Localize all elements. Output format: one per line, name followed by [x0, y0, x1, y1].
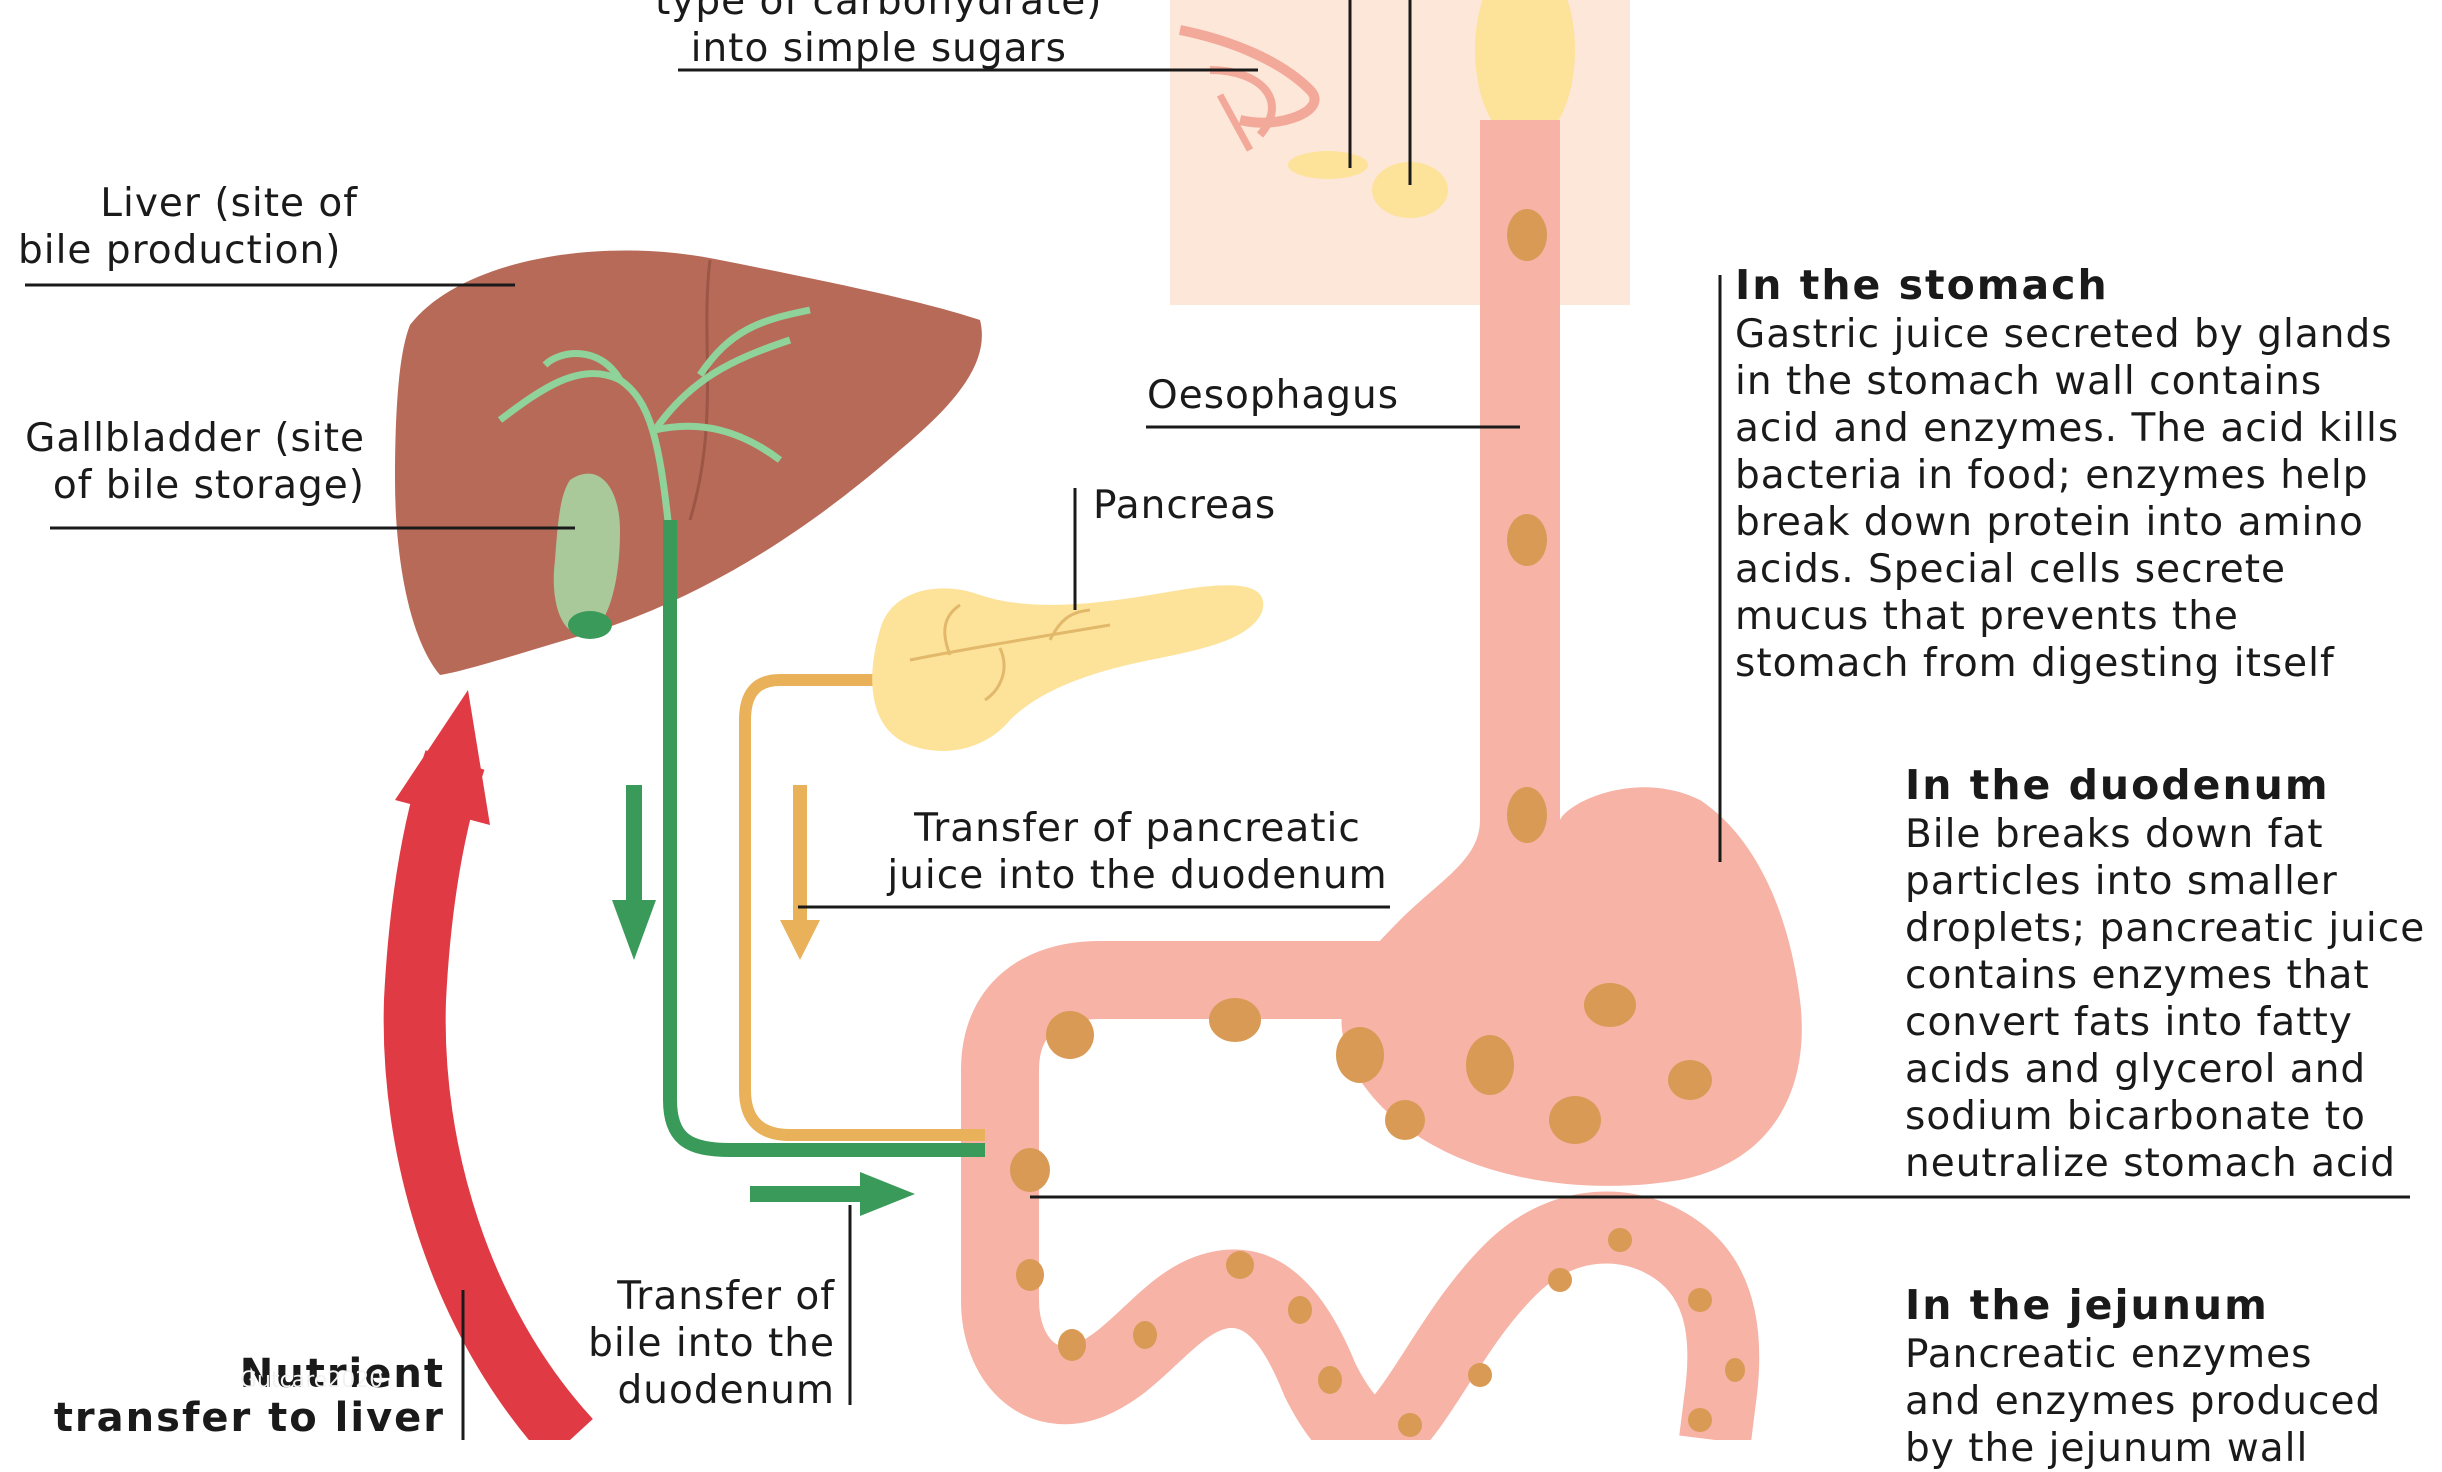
- gallbladder-label-line-2: of bile storage): [10, 462, 365, 509]
- bile-transfer-label: Transfer of bile into the duodenum: [560, 1273, 835, 1414]
- digestive-tract: [1000, 120, 1802, 1440]
- duodenum-line: sodium bicarbonate to: [1905, 1093, 2425, 1140]
- salivary-label: type of carbohydrate) into simple sugars: [655, 0, 1103, 72]
- bile-transfer-line-2: bile into the: [560, 1320, 835, 1367]
- stomach-line: acids. Special cells secrete: [1735, 546, 2399, 593]
- bile-transfer-line-1: Transfer of: [560, 1273, 835, 1320]
- duodenum-line: neutralize stomach acid: [1905, 1140, 2425, 1187]
- stomach-line: in the stomach wall contains: [1735, 358, 2399, 405]
- liver-label-line-2: bile production): [18, 227, 358, 274]
- duodenum-description: In the duodenum Bile breaks down fat par…: [1905, 765, 2425, 1187]
- duodenum-text: Bile breaks down fat particles into smal…: [1905, 811, 2425, 1187]
- nutrient-transfer-arrow: [395, 690, 570, 1440]
- bile-down-arrow: [612, 785, 656, 960]
- gallbladder-label-line-1: Gallbladder (site: [10, 415, 365, 462]
- watermark-text: Gutcare2020: [240, 1368, 383, 1393]
- duodenum-line: droplets; pancreatic juice: [1905, 905, 2425, 952]
- pancreatic-transfer-line-1: Transfer of pancreatic: [875, 805, 1400, 852]
- digestive-system-diagram: type of carbohydrate) into simple sugars…: [0, 0, 2442, 1440]
- jejunum-description: In the jejunum Pancreatic enzymes and en…: [1905, 1285, 2381, 1472]
- jejunum-line: by the jejunum wall: [1905, 1425, 2381, 1472]
- gallbladder-label: Gallbladder (site of bile storage): [10, 415, 365, 509]
- stomach-line: bacteria in food; enzymes help: [1735, 452, 2399, 499]
- head-mouth-illustration: [1170, 0, 1630, 305]
- duodenum-line: convert fats into fatty: [1905, 999, 2425, 1046]
- stomach-line: break down protein into amino: [1735, 499, 2399, 546]
- stomach-heading: In the stomach: [1735, 265, 2399, 307]
- stomach-line: Gastric juice secreted by glands: [1735, 311, 2399, 358]
- duodenum-line: contains enzymes that: [1905, 952, 2425, 999]
- pancreas-label: Pancreas: [1093, 482, 1276, 529]
- liver-label: Liver (site of bile production): [18, 180, 358, 274]
- stomach-text: Gastric juice secreted by glands in the …: [1735, 311, 2399, 687]
- bile-transfer-line-3: duodenum: [560, 1367, 835, 1414]
- nutrient-transfer-label: Nutrient transfer to liver: [20, 1352, 445, 1440]
- duodenum-line: acids and glycerol and: [1905, 1046, 2425, 1093]
- salivary-label-line-2: into simple sugars: [655, 25, 1103, 72]
- salivary-label-line-1: type of carbohydrate): [655, 0, 1103, 25]
- diagram-artwork: [0, 0, 2442, 1440]
- jejunum-heading: In the jejunum: [1905, 1285, 2381, 1327]
- jejunum-text: Pancreatic enzymes and enzymes produced …: [1905, 1331, 2381, 1472]
- duodenum-heading: In the duodenum: [1905, 765, 2425, 807]
- stomach-line: mucus that prevents the: [1735, 593, 2399, 640]
- jejunum-line: and enzymes produced: [1905, 1378, 2381, 1425]
- bile-transfer-arrow: [750, 1172, 915, 1216]
- duodenum-line: particles into smaller: [1905, 858, 2425, 905]
- oesophagus-label: Oesophagus: [1147, 372, 1399, 419]
- pancreatic-transfer-line-2: juice into the duodenum: [875, 852, 1400, 899]
- stomach-description: In the stomach Gastric juice secreted by…: [1735, 265, 2399, 687]
- stomach-line: acid and enzymes. The acid kills: [1735, 405, 2399, 452]
- nutrient-transfer-line-2: transfer to liver: [20, 1396, 445, 1440]
- duodenum-line: Bile breaks down fat: [1905, 811, 2425, 858]
- pancreatic-down-arrow: [780, 785, 820, 960]
- liver-label-line-1: Liver (site of: [18, 180, 358, 227]
- jejunum-line: Pancreatic enzymes: [1905, 1331, 2381, 1378]
- pancreatic-transfer-label: Transfer of pancreatic juice into the du…: [875, 805, 1400, 899]
- stomach-line: stomach from digesting itself: [1735, 640, 2399, 687]
- pancreas-illustration: [872, 585, 1263, 751]
